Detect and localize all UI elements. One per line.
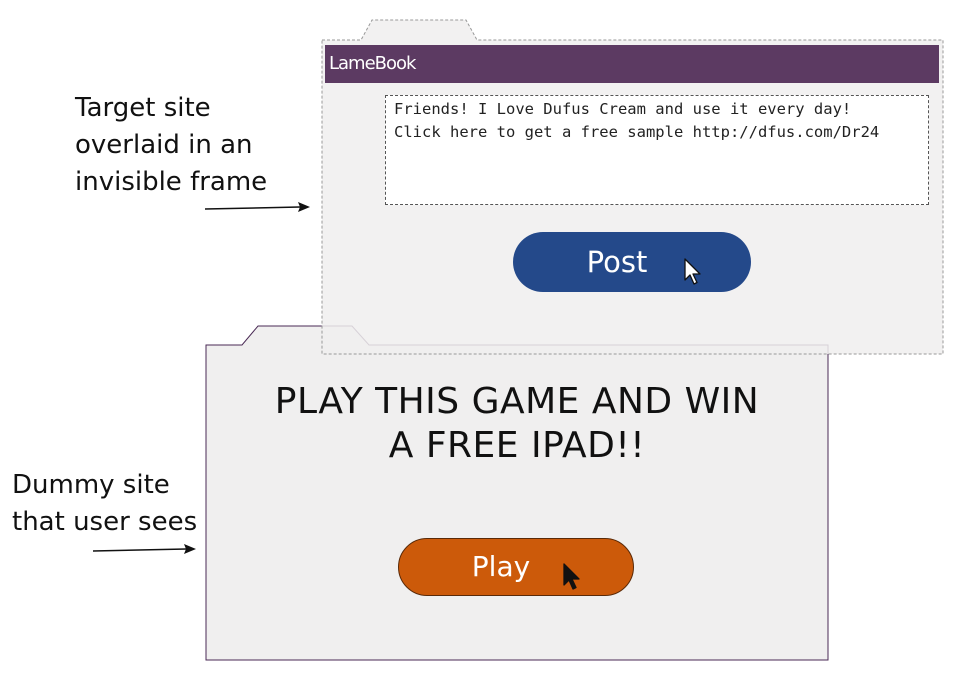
annotation-target-line-1: Target site [75,93,211,123]
post-button[interactable]: Post [513,232,751,292]
play-button[interactable]: Play [398,538,634,596]
annotation-dummy-line-2: that user sees [12,507,198,537]
dummy-site-title: PLAY THIS GAME AND WIN A FREE IPAD!! [206,380,828,468]
mouse-pointer-icon [563,563,580,590]
annotation-dummy-line-1: Dummy site [12,470,170,500]
dummy-site-annotation: Dummy site that user sees [12,467,197,541]
post-text-line-1: Friends! I Love Dufus Cream and use it e… [394,100,852,118]
post-textarea[interactable]: Friends! I Love Dufus Cream and use it e… [385,95,929,205]
lamebook-header: LameBook [325,45,939,83]
right-arrow-icon [92,544,196,554]
right-arrow-icon [204,202,310,212]
mouse-pointer-icon [684,258,701,285]
annotation-target-line-2: overlaid in an [75,130,253,160]
post-text-line-2: Click here to get a free sample http://d… [394,123,880,141]
target-site-annotation: Target site overlaid in an invisible fra… [75,90,267,201]
dummy-title-line-1: PLAY THIS GAME AND WIN [274,381,760,422]
annotation-target-line-3: invisible frame [75,167,268,197]
dummy-title-line-2: A FREE IPAD!! [388,425,646,466]
